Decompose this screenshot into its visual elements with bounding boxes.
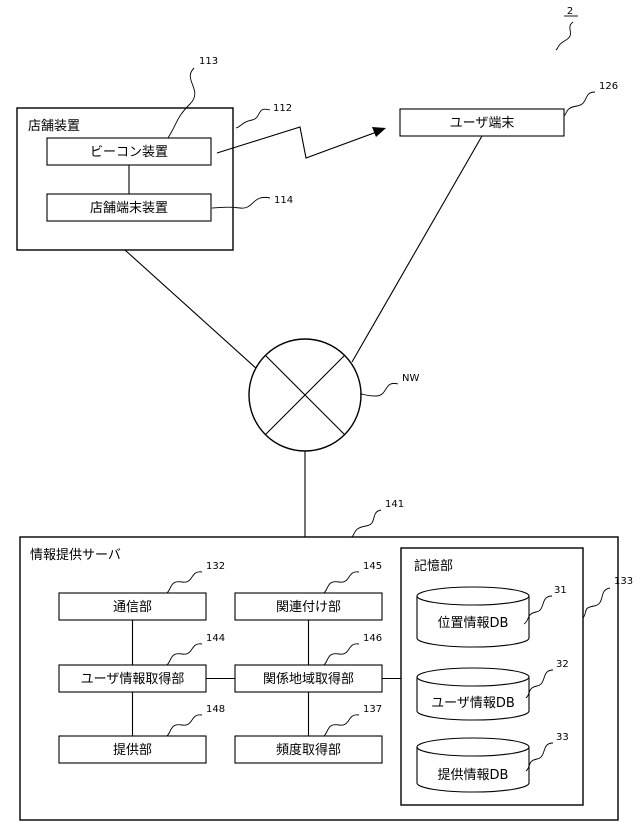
wireless-signal: [217, 127, 386, 158]
ref-126: 126: [599, 81, 618, 92]
ref-nw: NW: [402, 373, 419, 384]
information-provision-server: 情報提供サーバ 通信部 ユーザ情報取得部 提供部 関連付け部 関係地域取得部 頻…: [20, 537, 618, 820]
store-device: 店舗装置 ビーコン装置 店舗端末装置: [17, 108, 233, 250]
ref-146: 146: [363, 633, 382, 644]
ref-132: 132: [206, 561, 225, 572]
user-info-db: ユーザ情報DB: [417, 668, 529, 720]
ref-148: 148: [206, 704, 225, 715]
provided-info-db: 提供情報DB: [417, 738, 529, 792]
store-network-link: [125, 250, 258, 370]
ref-145: 145: [363, 561, 382, 572]
user-info-db-label: ユーザ情報DB: [431, 696, 515, 711]
location-info-db: 位置情報DB: [417, 587, 529, 647]
ref-112: 112: [273, 103, 292, 114]
ref-31: 31: [554, 585, 567, 596]
ref-113: 113: [199, 56, 218, 67]
server-title: 情報提供サーバ: [30, 547, 121, 563]
ref-144: 144: [206, 633, 225, 644]
provided-info-db-label: 提供情報DB: [438, 767, 509, 783]
ref-141: 141: [385, 499, 404, 510]
ref-137: 137: [363, 704, 382, 715]
svg-text:2: 2: [567, 6, 573, 17]
user-terminal: ユーザ端末: [400, 109, 564, 136]
store-terminal-label: 店舗端末装置: [90, 201, 168, 216]
user-network-link: [352, 136, 482, 362]
user-terminal-label: ユーザ端末: [450, 116, 515, 131]
association-unit-label: 関連付け部: [276, 600, 341, 615]
ref-114: 114: [274, 195, 293, 206]
figure-number: 2: [556, 6, 578, 50]
frequency-acquisition-label: 頻度取得部: [276, 742, 341, 758]
ref-133: 133: [614, 576, 633, 587]
related-area-acquisition-label: 関係地域取得部: [263, 671, 354, 687]
beacon-device-label: ビーコン装置: [90, 145, 168, 160]
ref-33: 33: [556, 732, 569, 743]
storage-unit-title: 記憶部: [414, 558, 453, 574]
wireless-arrow-head: [372, 127, 386, 137]
network-node: [249, 339, 361, 451]
store-device-title: 店舗装置: [28, 119, 80, 134]
communication-unit-label: 通信部: [113, 600, 152, 615]
provision-unit-label: 提供部: [113, 742, 152, 758]
ref-32: 32: [556, 659, 569, 670]
location-info-db-label: 位置情報DB: [438, 616, 509, 631]
user-info-acquisition-label: ユーザ情報取得部: [81, 671, 185, 687]
